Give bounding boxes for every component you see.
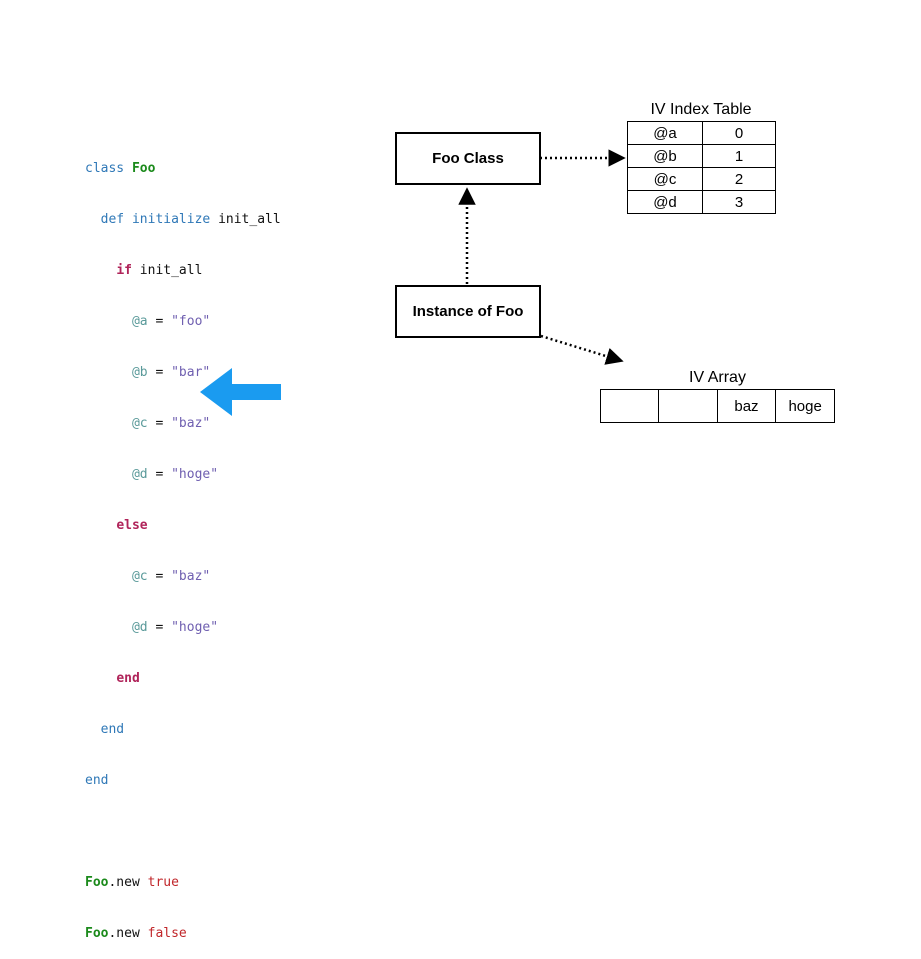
ivar-name-cell: @b [627,144,703,168]
code-line: @d = "hoge" [85,466,281,483]
code-ivar: @c [131,569,148,584]
code-string: "hoge" [171,620,219,635]
code-line: def initialize init_all [85,211,281,228]
code-bool: false [147,926,187,941]
code-ivar: @b [131,365,148,380]
blue-left-arrow-icon [200,368,281,416]
code-line: @c = "baz" [85,415,281,432]
code-string: "bar" [171,365,211,380]
iv-array-cell [658,389,718,423]
code-ivar: @d [131,467,148,482]
code-keyword: else [116,518,148,533]
code-arg: init_all [139,263,203,278]
code-string: "hoge" [171,467,219,482]
code-op: = [147,467,172,482]
code-keyword: end [100,722,125,737]
iv-array-cell [599,389,660,423]
code-class-name: Foo [85,926,109,941]
iv-array-cell: baz [716,389,777,423]
iv-index-table-title: IV Index Table [650,101,752,118]
code-keyword: class [85,161,125,176]
code-line: class Foo [85,160,281,177]
code-keyword: end [85,773,109,788]
code-ivar: @d [131,620,148,635]
iv-array-cell: hoge [775,389,835,423]
table-row: baz hoge [599,389,835,423]
code-line-blank [85,823,281,840]
code-op: = [147,314,172,329]
code-op: = [147,416,172,431]
instance-of-foo-box: Instance of Foo [395,285,541,338]
code-string: "foo" [171,314,211,329]
code-class-name: Foo [131,161,156,176]
ivar-name-cell: @c [627,167,703,191]
ivar-index-cell: 3 [702,190,776,214]
code-line: end [85,670,281,687]
diagram-connectors [200,149,626,416]
code-arg: init_all [218,212,281,227]
instance-to-array-arrow [540,334,624,365]
code-op: = [147,569,172,584]
code-line: @c = "baz" [85,568,281,585]
foo-class-label: Foo Class [432,150,504,167]
ivar-index-cell: 1 [702,144,776,168]
iv-array: baz hoge [599,389,835,423]
code-line: @b = "bar" [85,364,281,381]
code-line: end [85,772,281,789]
code-line: Foo.new true [85,874,281,891]
code-keyword: end [116,671,140,686]
code-ivar: @a [131,314,148,329]
code-line: if init_all [85,262,281,279]
ivar-name-cell: @a [627,121,703,145]
code-op: = [147,620,172,635]
instance-label: Instance of Foo [412,303,524,320]
code-method-name: initialize [131,212,211,227]
code-line: @a = "foo" [85,313,281,330]
code-keyword: if [116,263,132,278]
ivar-index-cell: 0 [702,121,776,145]
code-line: Foo.new false [85,925,281,942]
code-ivar: @c [131,416,148,431]
code-keyword: def [100,212,125,227]
code-op: = [147,365,172,380]
code-string: "baz" [171,569,211,584]
code-bool: true [147,875,179,890]
ivar-name-cell: @d [627,190,703,214]
code-class-name: Foo [85,875,109,890]
code-line: @d = "hoge" [85,619,281,636]
iv-array-title: IV Array [689,369,746,386]
code-method-call: .new [108,875,148,890]
code-method-call: .new [108,926,148,941]
foo-class-box: Foo Class [395,132,541,185]
code-line: end [85,721,281,738]
code-line: else [85,517,281,534]
code-string: "baz" [171,416,211,431]
ivar-index-cell: 2 [702,167,776,191]
